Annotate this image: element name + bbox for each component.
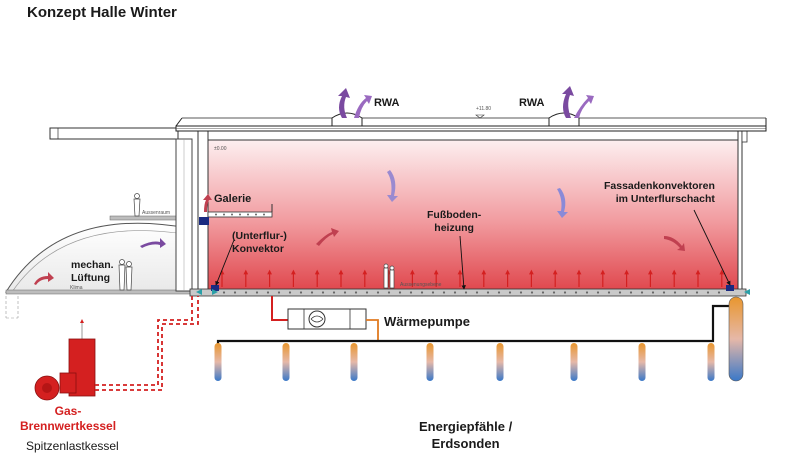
floor-level-label: ±0.00: [214, 146, 227, 152]
fussboden-line2: heizung: [434, 222, 474, 234]
heating-pipe-dot: [706, 291, 710, 294]
heating-pipe-dot: [475, 291, 479, 294]
heating-pipe-dot: [453, 291, 457, 294]
heating-pipe-dot: [497, 291, 501, 294]
air-flow-arrows: [34, 86, 685, 285]
heating-pipe-dot: [530, 291, 534, 294]
heating-pipe-dot: [574, 291, 578, 294]
heating-pipe-dot: [420, 291, 424, 294]
heating-pipe-dot: [244, 291, 248, 294]
leader-lines: [215, 209, 731, 290]
heating-pipe-dot: [486, 291, 490, 294]
entrance-column: [175, 138, 193, 292]
facade-probe: [728, 296, 744, 382]
heating-pipe-dot: [640, 291, 644, 294]
gas-brennwertkessel-label: Gas- Brennwertkessel: [20, 404, 116, 434]
air-outlets: [196, 289, 750, 295]
spitzenlastkessel-label: Spitzenlastkessel: [26, 439, 119, 453]
energiepfaehle-label: Energiepfähle / Erdsonden: [419, 418, 512, 452]
heating-pipe-dot: [398, 291, 402, 294]
fassadenkonvektoren-line2: im Unterflurschacht: [615, 193, 715, 205]
heated-hall: [197, 127, 748, 292]
heating-pipe-dot: [321, 291, 325, 294]
heating-pipe-dot: [365, 291, 369, 294]
heating-pipe-dot: [673, 291, 677, 294]
unterflur-konvektor-label: (Unterflur-) Konvektor: [232, 230, 287, 256]
heating-pipe-dot: [288, 291, 292, 294]
unterflur-line2: Konvektor: [232, 243, 284, 255]
people: [118, 193, 395, 291]
mechan-line1: mechan.: [71, 259, 114, 271]
heating-pipe-dot: [684, 291, 688, 294]
energy-pile: [282, 343, 290, 381]
energy-pile: [638, 343, 646, 381]
heating-pipe-dot: [695, 291, 699, 294]
heating-pipe-dot: [585, 291, 589, 294]
heating-pipe-dot: [266, 291, 270, 294]
mechan-lueftung-label: mechan. Lüftung: [71, 259, 114, 285]
heating-pipe-dot: [431, 291, 435, 294]
heating-pipe-dot: [662, 291, 666, 294]
galerie: [199, 204, 273, 225]
energy-pile: [496, 343, 504, 381]
heating-pipe-dot: [376, 291, 380, 294]
energy-pile: [214, 343, 222, 381]
heating-pipe-dot: [552, 291, 556, 294]
energie-line2: Erdsonden: [431, 436, 500, 451]
energie-line1: Energiepfähle /: [419, 419, 513, 434]
heating-pipe-dot: [222, 291, 226, 294]
fassadenkonvektoren-label: Fassadenkonvektoren im Unterflurschacht: [604, 180, 715, 206]
heating-pipe-dot: [563, 291, 567, 294]
heating-pipe-dot: [596, 291, 600, 294]
heating-pipe-dot: [717, 291, 721, 294]
waermepumpe-label: Wärmepumpe: [384, 314, 470, 329]
heat-pump: [271, 296, 379, 340]
mechan-line2: Lüftung: [71, 272, 111, 284]
heating-pipe-dot: [442, 291, 446, 294]
energy-piles: [214, 296, 744, 382]
heating-pipe-dot: [651, 291, 655, 294]
heating-pipe-dot: [299, 291, 303, 294]
annex-floor-label: Klima: [70, 285, 83, 291]
heating-pipe-dot: [255, 291, 259, 294]
energy-pile: [570, 343, 578, 381]
heating-pipe-dot: [354, 291, 358, 294]
heating-pipe-dot: [618, 291, 622, 294]
rwa-label-left: RWA: [374, 97, 400, 109]
page-title: Konzept Halle Winter: [27, 4, 177, 21]
pile-manifold: [216, 304, 736, 345]
heating-pipe-dot: [409, 291, 413, 294]
gas-line1: Gas-: [54, 404, 82, 418]
heating-pipe-dot: [464, 291, 468, 294]
heating-pipe-dot: [607, 291, 611, 294]
heating-pipe-dot: [343, 291, 347, 294]
floor-slab-label: Aussenungsebene: [400, 282, 442, 288]
heating-pipe-dot: [310, 291, 314, 294]
gas-boiler: [34, 296, 199, 401]
gas-line2: Brennwertkessel: [20, 419, 117, 433]
galerie-label: Galerie: [214, 193, 252, 205]
energy-pile: [707, 343, 715, 381]
heating-pipe-dot: [277, 291, 281, 294]
fassadenkonvektoren-line1: Fassadenkonvektoren: [604, 180, 715, 192]
heating-pipe-dot: [508, 291, 512, 294]
heating-pipe-dot: [541, 291, 545, 294]
heating-pipe-dot: [332, 291, 336, 294]
heating-pipe-dot: [387, 291, 391, 294]
rwa-label-right: RWA: [519, 97, 545, 109]
floor-heat-arrows: [219, 269, 725, 287]
heating-pipe-dot: [629, 291, 633, 294]
annex-level-label: Aussenraum: [142, 210, 171, 216]
canopy: [49, 127, 179, 140]
heating-pipe-dot: [233, 291, 237, 294]
roof-level-label: +11.80: [476, 106, 492, 112]
fussboden-line1: Fußboden-: [427, 209, 482, 221]
unterflur-line1: (Unterflur-): [232, 230, 287, 242]
energy-pile: [426, 343, 434, 381]
fussbodenheizung-label: Fußboden- heizung: [427, 209, 481, 235]
roof: [175, 112, 767, 132]
heating-pipe-dot: [519, 291, 523, 294]
energy-pile: [350, 343, 358, 381]
